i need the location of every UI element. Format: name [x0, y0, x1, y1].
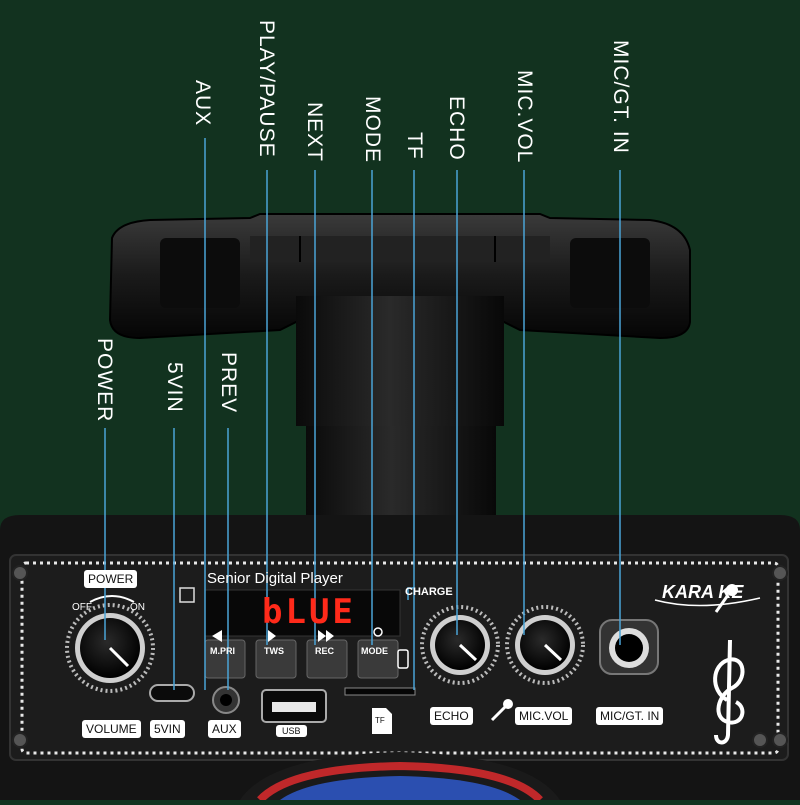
callout-next: NEXT [303, 102, 326, 163]
callout-mic-gt-in: MIC/GT. IN [609, 40, 632, 154]
callout-echo: ECHO [445, 96, 468, 161]
mic-vol-knob[interactable] [505, 605, 585, 685]
echo-knob[interactable] [420, 605, 500, 685]
callout-mic-vol: MIC.VOL [513, 70, 536, 164]
mic-gt-in-tag: MIC/GT. IN [596, 707, 664, 725]
callout-aux: AUX [191, 80, 214, 127]
off-label: OFF [72, 602, 92, 613]
handle-pole [296, 296, 504, 518]
led-display-text: bLUE [262, 592, 356, 632]
tf-tag: TF [375, 716, 385, 725]
next-button-label: REC [315, 646, 335, 656]
brand-label: Senior Digital Player [207, 570, 343, 587]
power-arc-icon [89, 595, 135, 603]
callout-tf: TF [403, 132, 426, 160]
aux-jack[interactable] [212, 686, 240, 714]
play-button-label: TWS [264, 646, 284, 656]
power-tag: POWER [84, 570, 138, 588]
usb-port[interactable] [261, 689, 327, 723]
led-display [204, 589, 401, 637]
carry-handle [108, 213, 691, 340]
callout-play-pause: PLAY/PAUSE [255, 20, 278, 158]
prev-icon [212, 630, 230, 642]
echo-tag: ECHO [430, 707, 473, 725]
volume-tag: VOLUME [82, 720, 141, 738]
speaker-grille [240, 752, 560, 803]
light-icon [373, 627, 383, 637]
mode-button-label: MODE [361, 646, 388, 656]
tf-card-slot[interactable] [344, 687, 416, 696]
sd-card-icon [372, 708, 392, 734]
callout-power: POWER [93, 338, 116, 423]
usb-c-port[interactable] [149, 684, 195, 702]
aux-tag: AUX [208, 720, 241, 738]
charge-label: CHARGE [405, 586, 453, 598]
mic-vol-tag: MIC.VOL [515, 707, 573, 725]
treble-clef-icon [713, 639, 745, 745]
battery-icon [397, 649, 409, 669]
prev-button-label: M.PRI [210, 646, 236, 656]
callout-5vin: 5VIN [163, 362, 186, 413]
5vin-tag: 5VIN [150, 720, 185, 738]
karaoke-logo: KARA KE [662, 582, 744, 602]
karaoke-mic-icon [726, 584, 738, 596]
next-icon [318, 630, 334, 642]
usb-tag: USB [276, 725, 307, 737]
on-label: ON [130, 602, 145, 613]
volume-knob[interactable] [65, 603, 155, 693]
callout-mode: MODE [361, 96, 384, 163]
callout-lines [104, 138, 621, 690]
play-icon [268, 630, 276, 642]
play-pause-button[interactable] [255, 639, 297, 679]
microphone-icon [490, 704, 508, 722]
mic-input-jack[interactable] [599, 619, 659, 675]
callout-prev: PREV [217, 352, 240, 414]
ir-receiver-icon [179, 587, 195, 603]
